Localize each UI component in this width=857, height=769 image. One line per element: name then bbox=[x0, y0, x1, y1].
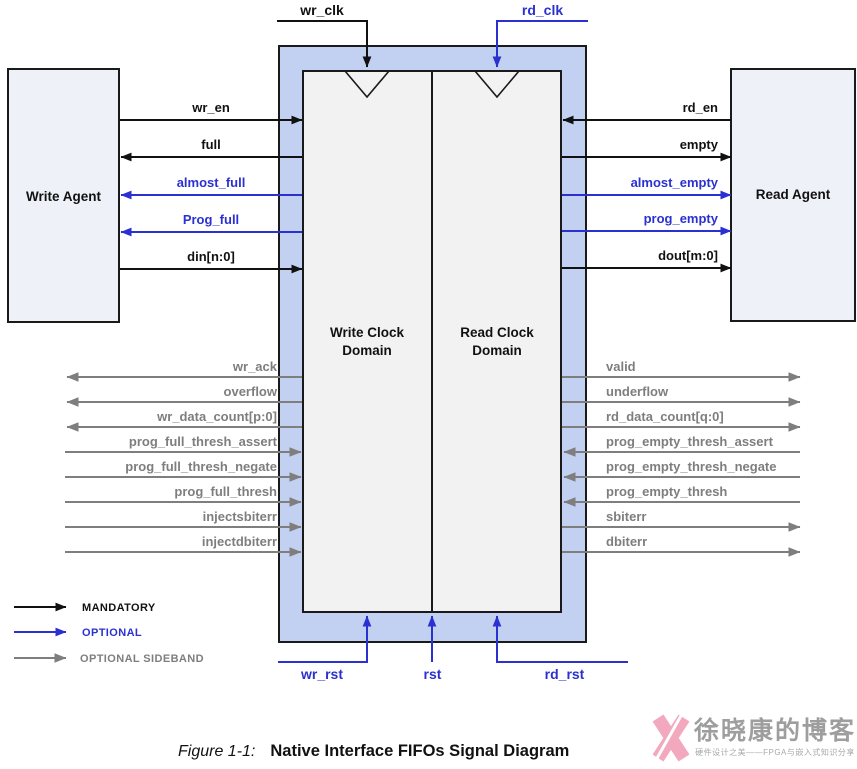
label-read-agent: Read Agent bbox=[755, 187, 831, 202]
watermark: 徐晓康的博客 硬件设计之美——FPGA与嵌入式知识分享 bbox=[651, 709, 856, 765]
legend-sideband-label: OPTIONAL SIDEBAND bbox=[80, 653, 204, 665]
figure-number: Figure 1-1: bbox=[178, 743, 256, 760]
label-wr_rst: wr_rst bbox=[300, 666, 344, 682]
legend-mandatory-label: MANDATORY bbox=[82, 602, 156, 614]
watermark-tagline: 硬件设计之美——FPGA与嵌入式知识分享 bbox=[695, 747, 855, 757]
write-clock-input-triangle-icon bbox=[344, 70, 390, 99]
label-overflow: overflow bbox=[223, 384, 277, 399]
label-rd_data_count: rd_data_count[q:0] bbox=[606, 409, 724, 424]
label-almost_empty: almost_empty bbox=[630, 175, 718, 190]
label-wr_clk: wr_clk bbox=[300, 2, 344, 18]
label-prog_full_thresh_negate: prog_full_thresh_negate bbox=[125, 459, 277, 474]
watermark-site-name: 徐晓康的博客 bbox=[693, 716, 856, 745]
label-injectdbiterr: injectdbiterr bbox=[201, 534, 277, 549]
write-agent-block bbox=[7, 68, 120, 323]
label-prog_empty_thresh_negate: prog_empty_thresh_negate bbox=[606, 459, 777, 474]
label-prog_empty_thresh_assert: prog_empty_thresh_assert bbox=[606, 434, 773, 449]
figure-caption: Figure 1-1: Native Interface FIFOs Signa… bbox=[178, 742, 569, 761]
wire-wr_rst bbox=[278, 615, 372, 663]
wire-wr_clk bbox=[277, 20, 372, 68]
label-underflow: underflow bbox=[606, 384, 669, 399]
label-prog_full: Prog_full bbox=[182, 212, 240, 227]
clock-domains-block bbox=[302, 70, 562, 613]
label-empty: empty bbox=[679, 137, 718, 152]
label-valid: valid bbox=[606, 359, 636, 374]
label-write-clock-domain: Write Clock Domain bbox=[329, 325, 405, 358]
label-rd_clk: rd_clk bbox=[521, 2, 564, 18]
label-rd_rst: rd_rst bbox=[544, 666, 585, 682]
wire-rd_clk bbox=[492, 20, 588, 68]
figure-title: Native Interface FIFOs Signal Diagram bbox=[270, 742, 570, 760]
label-prog_full_thresh: prog_full_thresh bbox=[174, 484, 277, 499]
label-prog_empty: prog_empty bbox=[643, 211, 718, 226]
read-clock-input-triangle-icon bbox=[474, 70, 520, 99]
label-prog_empty_thresh: prog_empty_thresh bbox=[606, 484, 728, 499]
read-clock-domain-region bbox=[431, 72, 560, 611]
label-injectsbiterr: injectsbiterr bbox=[202, 509, 277, 524]
legend-optional-label: OPTIONAL bbox=[82, 627, 143, 639]
label-dbiterr: dbiterr bbox=[606, 534, 648, 549]
label-dout: dout[m:0] bbox=[658, 248, 718, 263]
label-write-agent: Write Agent bbox=[25, 189, 101, 204]
label-wr_data_count: wr_data_count[p:0] bbox=[157, 409, 277, 424]
label-sbiterr: sbiterr bbox=[606, 509, 647, 524]
label-rst: rst bbox=[423, 666, 442, 682]
watermark-x-logo-icon bbox=[652, 713, 690, 762]
label-wr_en: wr_en bbox=[192, 100, 230, 115]
label-prog_full_thresh_assert: prog_full_thresh_assert bbox=[128, 434, 277, 449]
label-wr_ack: wr_ack bbox=[232, 359, 277, 374]
label-din: din[n:0] bbox=[187, 249, 235, 264]
label-almost_full: almost_full bbox=[176, 175, 246, 190]
label-read-clock-domain: Read Clock Domain bbox=[460, 325, 534, 358]
wire-rd_rst bbox=[492, 615, 628, 663]
label-rd_en: rd_en bbox=[682, 100, 718, 115]
label-full: full bbox=[201, 137, 221, 152]
